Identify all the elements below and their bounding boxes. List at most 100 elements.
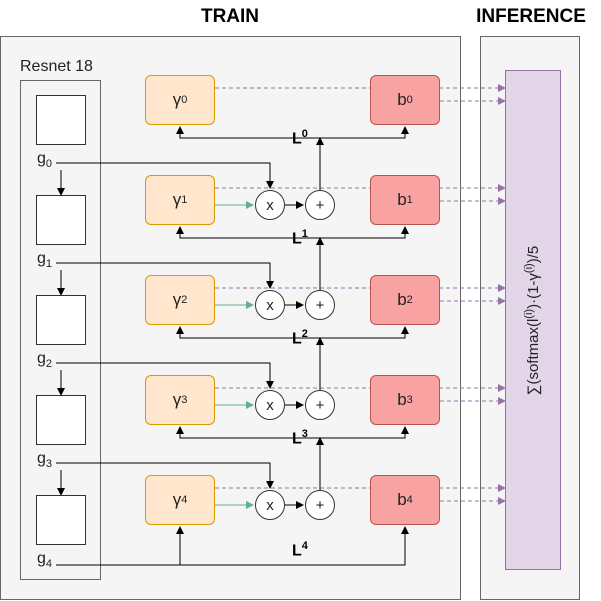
g-label-sub: 1 [45,258,53,271]
loss-sup: 2 [301,328,308,340]
loss-sup: 4 [301,540,308,552]
loss-to-gamma-arrow [176,126,320,139]
loss-base: L [292,230,302,248]
b-sub: 3 [406,394,413,406]
gamma-sup: 3 [181,394,188,406]
add-node: + [305,490,335,520]
resnet-block [36,95,86,145]
feature-to-multiply-arrow [56,462,274,489]
gamma-sup: 0 [181,94,188,106]
loss-sup: 3 [301,428,308,440]
multiply-symbol: x [266,496,274,514]
b-sub: 0 [406,94,413,106]
g-label: g4 [37,550,52,570]
multiply-symbol: x [266,296,274,314]
g-label-base: g [37,150,46,167]
b-base: b [397,490,407,509]
loss-label: L1 [292,228,308,248]
resnet-container [20,80,101,580]
multiply-symbol: x [266,196,274,214]
gamma-sup: 1 [181,194,188,206]
train-title: TRAIN [200,6,260,27]
b-base: b [397,390,407,409]
feature-to-multiply-arrow [56,162,274,189]
loss-to-gamma-arrow [176,226,320,239]
loss-label: L3 [292,428,308,448]
loss-sup: 1 [301,228,308,240]
add-symbol: + [315,396,325,414]
gamma-base: γ [172,290,182,309]
inference-title: INFERENCE [476,6,586,27]
b-base: b [397,90,407,109]
multiply-symbol: x [266,396,274,414]
g-label: g3 [37,450,52,470]
gamma-sup: 4 [181,494,188,506]
g4-to-b4-arrow [56,526,409,566]
gamma-sup: 2 [181,294,188,306]
g-label: g0 [37,150,52,170]
loss-label: L2 [292,328,308,348]
loss-label: L4 [292,540,308,560]
add-symbol: + [315,496,325,514]
gamma-base: γ [172,90,182,109]
add-node: + [305,390,335,420]
multiply-node: x [255,390,285,420]
g-label-sub: 2 [45,358,53,371]
g-label-base: g [37,250,46,267]
add-node: + [305,190,335,220]
gamma-base: γ [172,190,182,209]
g-label: g2 [37,350,52,370]
multiply-node: x [255,490,285,520]
b-base: b [397,290,407,309]
inference-box [505,70,561,570]
feature-to-multiply-arrow [56,362,274,389]
loss-to-gamma-arrow [176,326,320,339]
gamma-base: γ [172,390,182,409]
g-label-base: g [37,450,46,467]
resnet-block [36,395,86,445]
b-base: b [397,190,407,209]
loss-to-b-arrow [320,326,409,339]
loss-base: L [292,330,302,348]
loss-to-b-arrow [320,426,409,439]
resnet-block [36,295,86,345]
loss-base: L [292,430,302,448]
gamma-base: γ [172,490,182,509]
add-node: + [305,290,335,320]
b-sub: 4 [406,494,413,506]
loss-to-gamma-arrow [176,426,320,439]
loss-base: L [292,542,302,560]
b-sub: 1 [406,194,413,206]
loss-to-b-arrow [320,126,409,139]
loss-sup: 0 [301,128,308,140]
loss-base: L [292,130,302,148]
add-symbol: + [315,196,325,214]
g-label-sub: 4 [45,558,53,571]
resnet-label: Resnet 18 [20,58,93,75]
resnet-block [36,195,86,245]
multiply-node: x [255,190,285,220]
b-sub: 2 [406,294,413,306]
loss-to-b-arrow [320,226,409,239]
add-symbol: + [315,296,325,314]
g-label-base: g [37,350,46,367]
feature-to-multiply-arrow [56,262,274,289]
g-label: g1 [37,250,52,270]
multiply-node: x [255,290,285,320]
resnet-block [36,495,86,545]
loss-label: L0 [292,128,308,148]
g-label-sub: 3 [45,458,53,471]
g-label-base: g [37,550,46,567]
g-label-sub: 0 [45,158,53,171]
